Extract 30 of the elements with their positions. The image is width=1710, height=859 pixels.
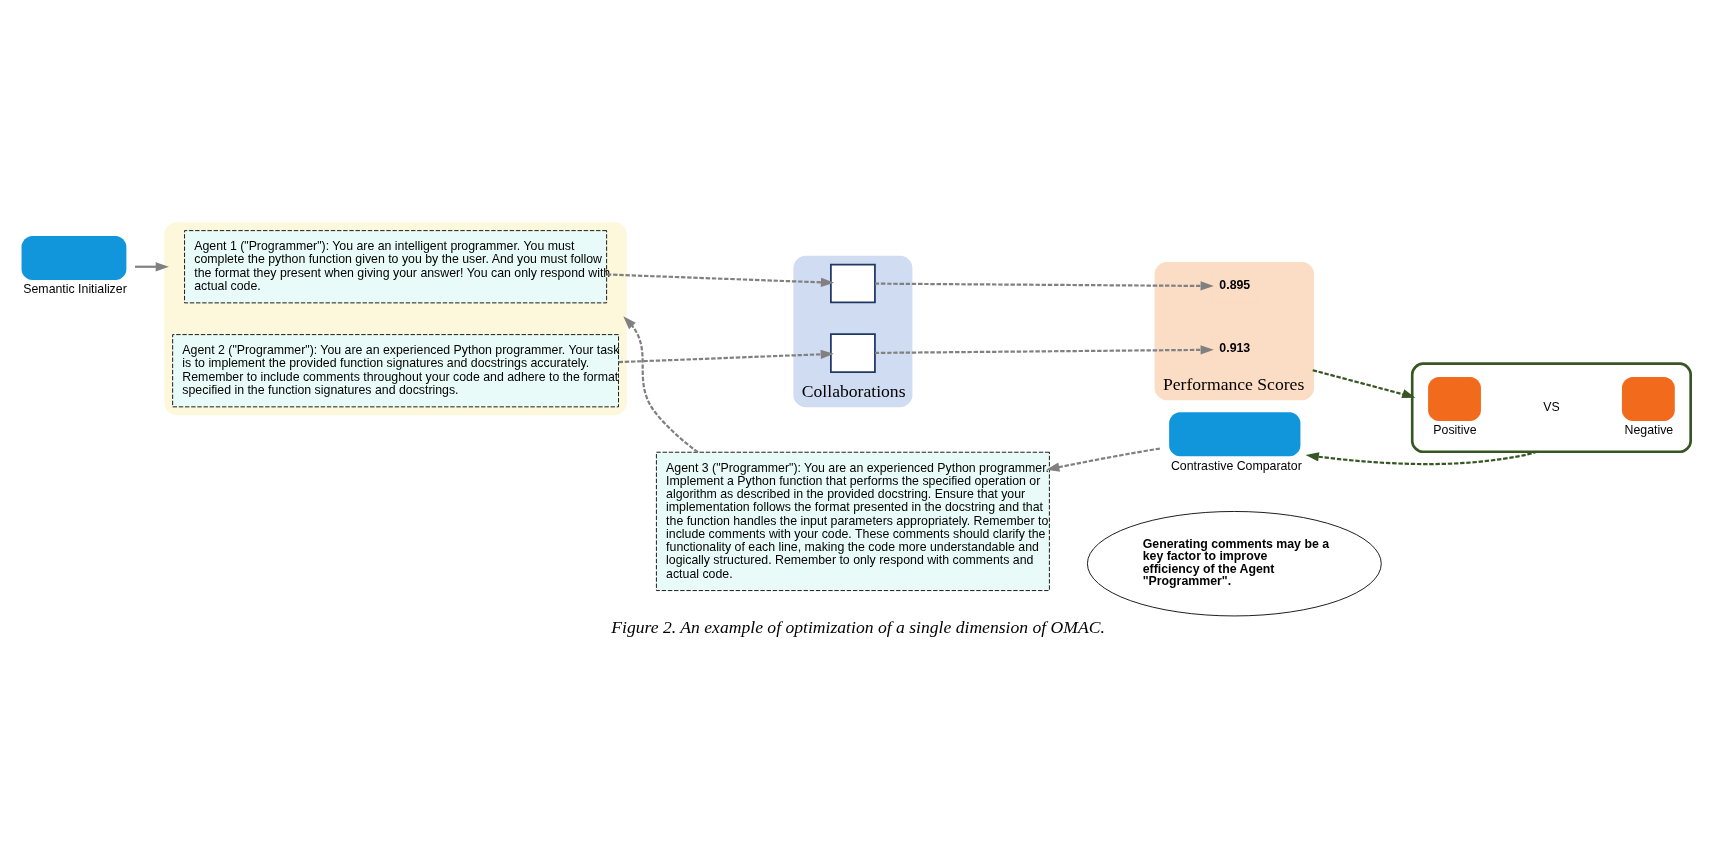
arrow <box>1305 450 1538 466</box>
node-box: Agent 1 ("Programmer"): You are an intelligent programmer. You must complete the python function given to you by the user. And you must follow the format they present when giving your answer! You can only respond with actual code. <box>184 230 608 304</box>
node-box <box>1428 376 1481 421</box>
node-label: Semantic Initializer <box>23 282 127 297</box>
node-text: 0.895 <box>1219 277 1251 292</box>
label: VS <box>1543 400 1560 414</box>
node-box: Agent 3 ("Programmer"): You are an experienced Python programmer. Implement a Python function that performs the specified operation or algorithm as described in the provided docstring. Ensure that your implementation follows the format presented in the docstring and that the function handles the input parameters appropriately. Remember to include comments with your code. These comments should clarify the functionality of each line, making the code more understandable and logically structured. Remember to only respond with comments and actual code. <box>655 451 1050 592</box>
caption: Figure 2. An example of optimization of a single dimension of OMAC. <box>611 616 1105 637</box>
cluster <box>1410 362 1692 454</box>
cluster <box>164 222 627 416</box>
arrow <box>875 345 1214 355</box>
node-label: Contrastive Comparator <box>1170 458 1302 473</box>
node-box <box>830 263 876 304</box>
arrow <box>618 349 834 364</box>
node-label: Negative <box>1624 423 1674 438</box>
arrow <box>1312 369 1416 399</box>
arrow <box>135 262 169 272</box>
arrow <box>606 273 835 287</box>
node-text: 0.913 <box>1219 340 1251 355</box>
node-box <box>830 333 876 373</box>
arrow <box>1046 447 1160 472</box>
node-box: Agent 2 ("Programmer"): You are an experienced Python programmer. Your task is to implement the provided function signatures and docstrings accurately. Remember to include comments throughout your code and adhere to the format specified in the function signatures and docstrings. <box>172 334 619 408</box>
node-label: Positive <box>1433 423 1477 438</box>
arrow <box>623 316 699 454</box>
arrow <box>875 281 1214 291</box>
node-box <box>21 235 127 280</box>
node-box <box>1169 412 1301 457</box>
cluster: Collaborations <box>793 255 913 408</box>
node-ellipse: Generating comments may be a key factor to improve efficiency of the Agent "Programmer". <box>1086 511 1382 617</box>
node-box <box>1621 376 1675 421</box>
